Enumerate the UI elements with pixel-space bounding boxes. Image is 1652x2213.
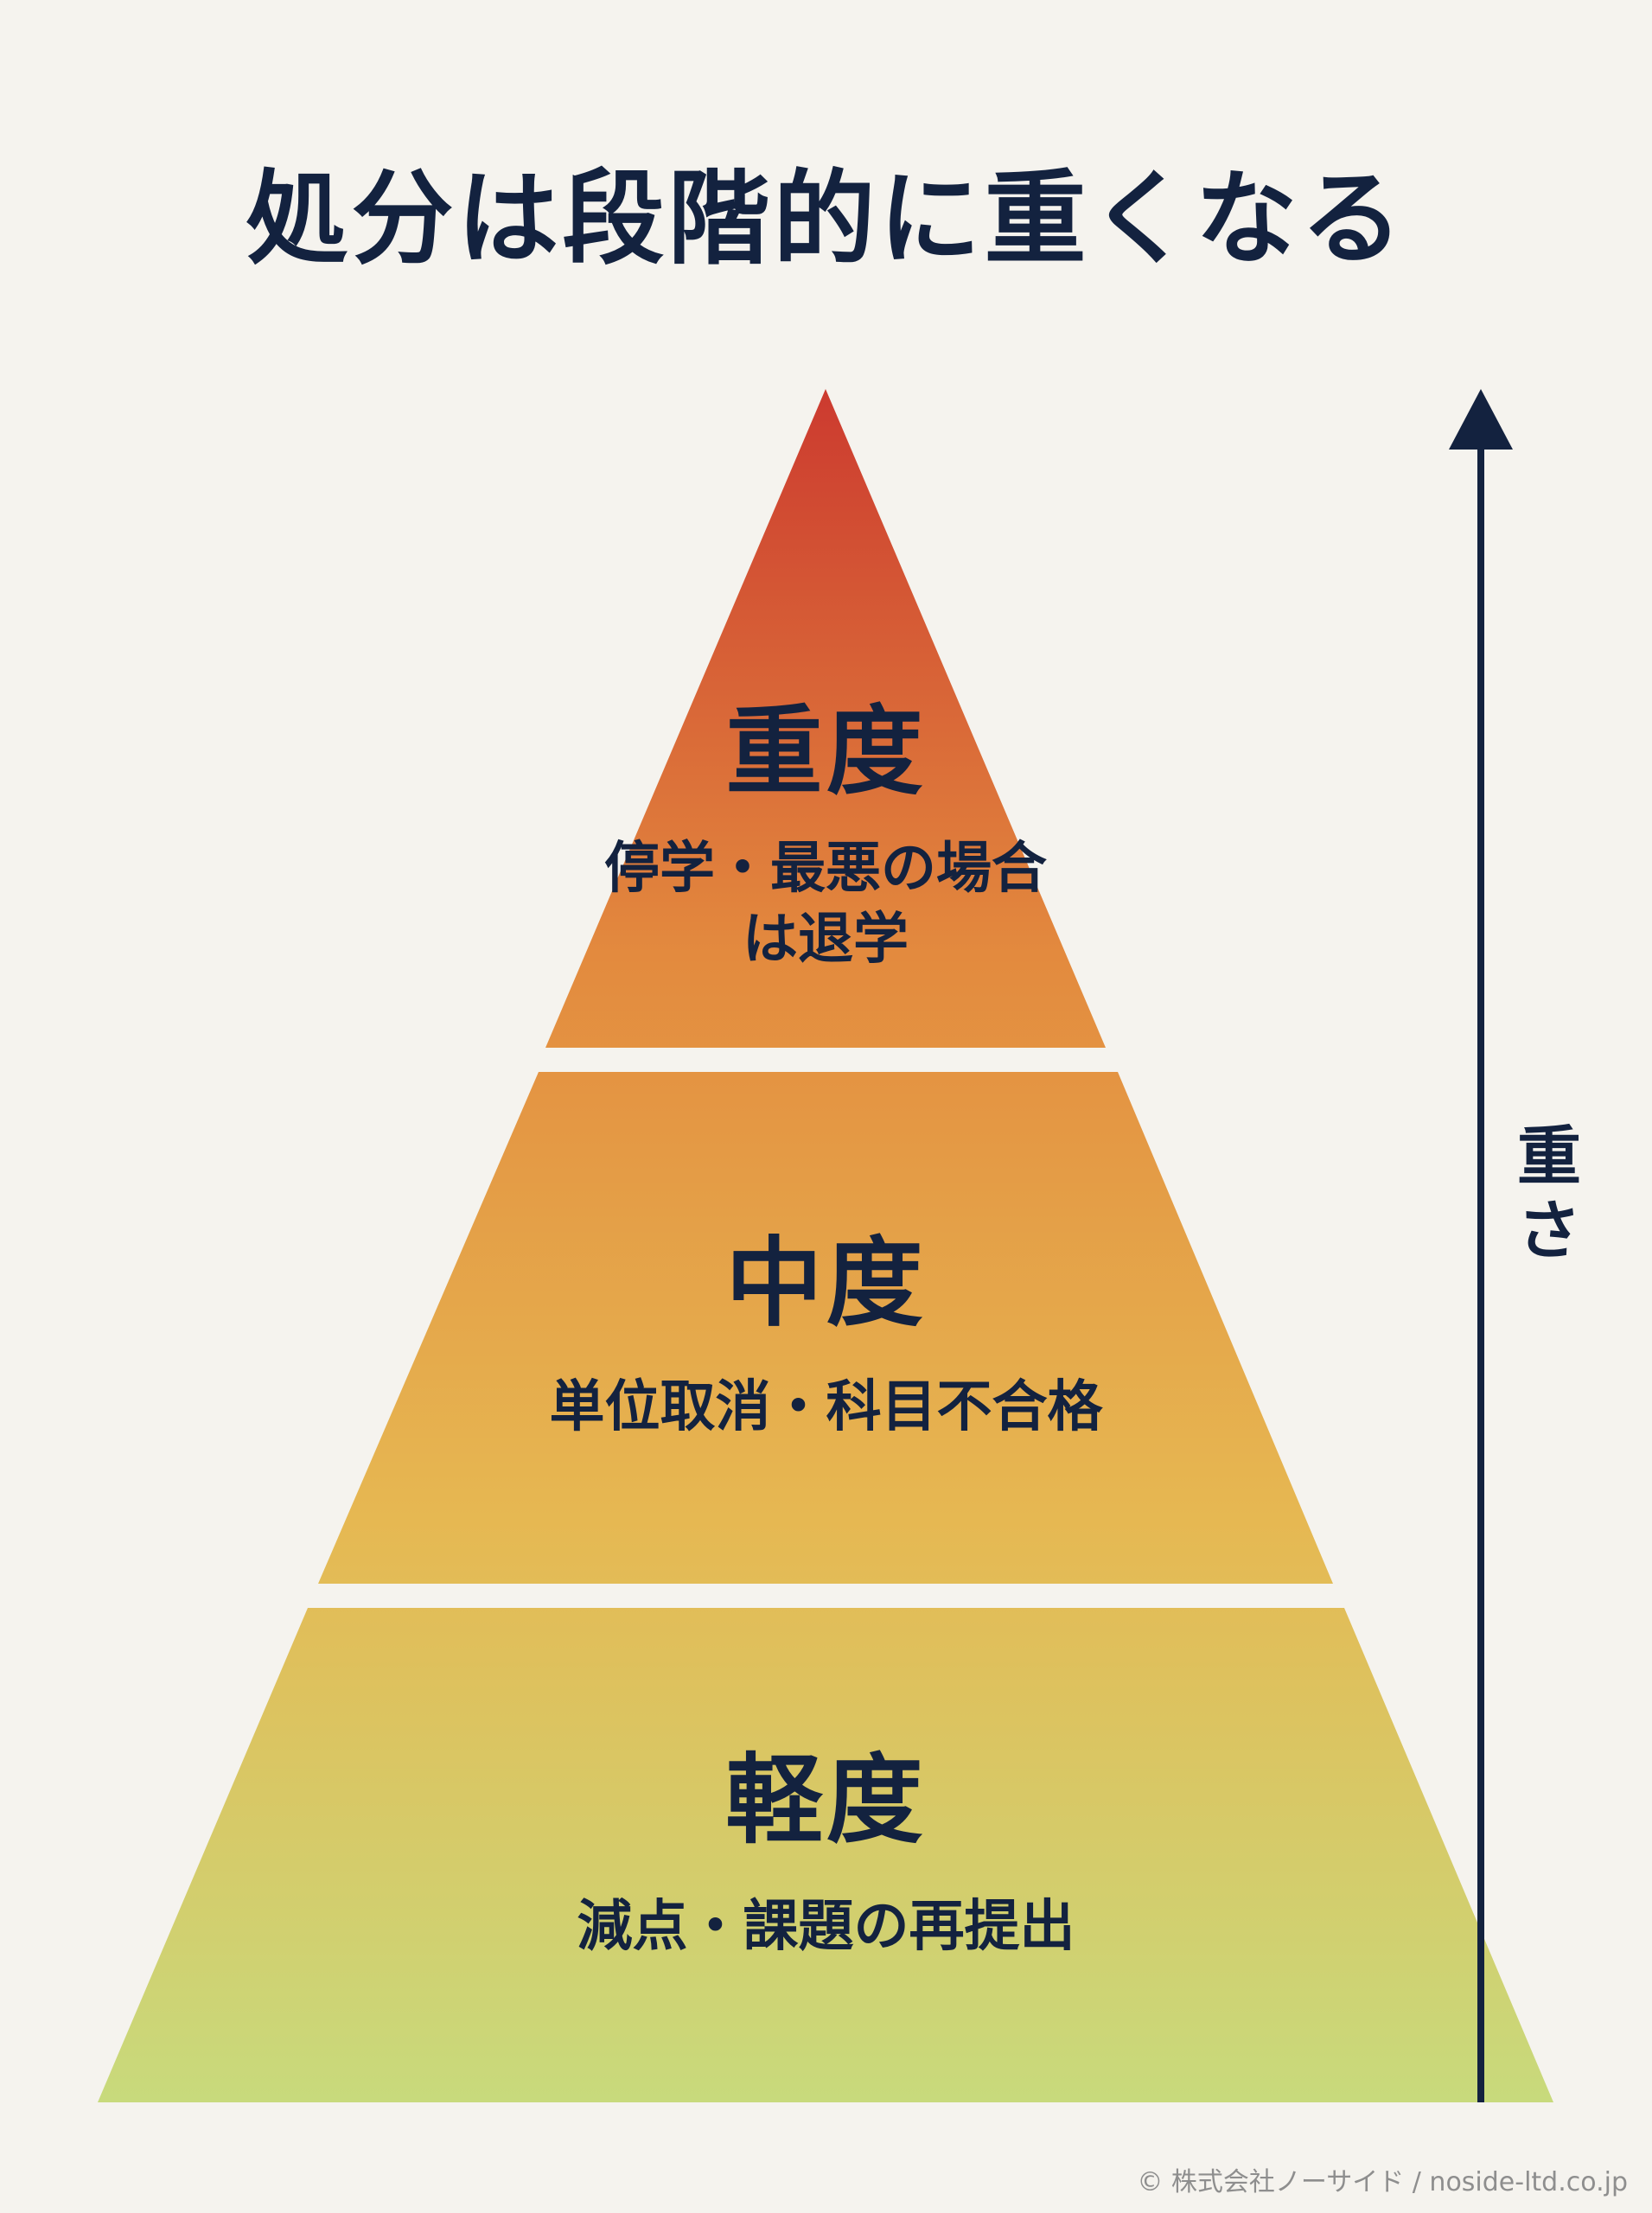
tier-middle-moderate <box>318 1072 1333 1584</box>
level-description-light: 減点・課題の再提出 <box>577 1895 1075 1959</box>
level-name-severe: 重度 <box>725 696 927 808</box>
level-description-severe: 停学・最悪の場合は退学 <box>604 837 1047 972</box>
level-description-moderate: 単位取消・科目不合格 <box>549 1375 1103 1439</box>
severity-axis-label: 重さ <box>1517 1119 1581 1268</box>
tier-bottom-light <box>98 1608 1553 2102</box>
level-name-moderate: 中度 <box>725 1228 927 1340</box>
tier-top-severe <box>545 389 1106 1048</box>
page-title: 処分は段階的に重くなる <box>246 159 1406 278</box>
level-name-light: 軽度 <box>725 1744 927 1857</box>
copyright-credit: © 株式会社ノーサイド / noside-ltd.co.jp <box>1137 2167 1628 2197</box>
arrow-up-icon <box>1449 389 1513 450</box>
